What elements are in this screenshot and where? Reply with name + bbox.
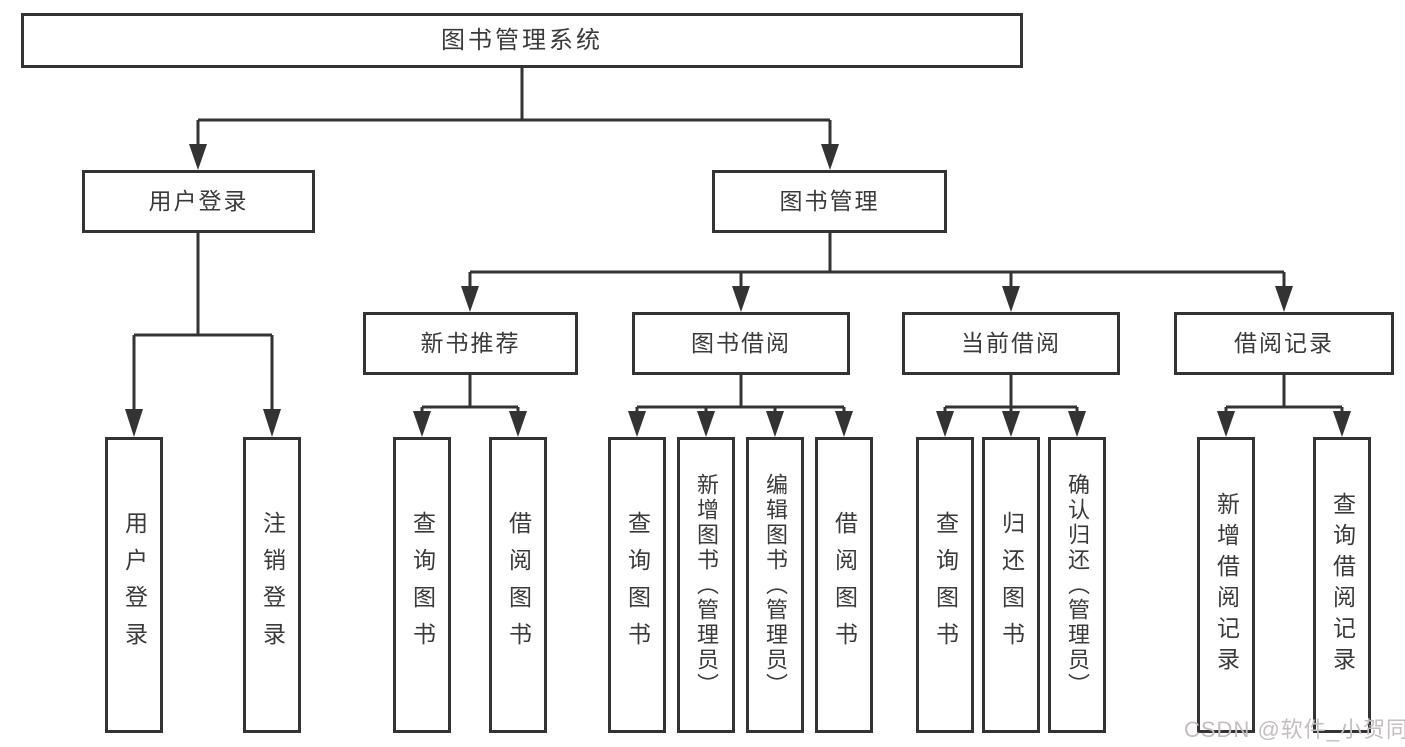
leaf-borrow-borrow-books: 借阅图书 [815,437,873,733]
connector-book-borrow [628,375,853,437]
leaf-records-add-borrow-record: 新增借阅记录 [1197,437,1255,733]
leaf-current-confirm-return-admin: 确认归还（管理员） [1048,437,1106,733]
leaf-records-query-borrow-record: 查询借阅记录 [1313,437,1371,733]
arrowhead [1002,286,1020,312]
leaf-recommend-borrow-books: 借阅图书 [489,437,547,733]
arrowhead [125,409,143,437]
leaf-current-return-books: 归还图书 [982,437,1040,733]
arrowhead [821,144,839,170]
leaf-borrow-edit-books-admin: 编辑图书（管理员） [746,437,804,733]
node-library-management-system: 图书管理系统 [21,13,1023,68]
connector-book-management [461,233,1293,312]
arrowhead [936,411,954,437]
arrowhead [1333,411,1351,437]
arrowhead [263,409,281,437]
leaf-current-query-books: 查询图书 [916,437,974,733]
node-current-borrow: 当前借阅 [902,312,1120,375]
arrowhead [628,411,646,437]
connector-current-borrow [936,375,1086,437]
arrowhead [697,411,715,437]
node-borrow-records: 借阅记录 [1174,312,1394,375]
arrowhead [766,411,784,437]
arrowhead [1217,411,1235,437]
arrowhead [1068,411,1086,437]
arrowhead [732,286,750,312]
arrowhead [1002,411,1020,437]
leaf-borrow-query-books: 查询图书 [608,437,666,733]
arrowhead [835,411,853,437]
connector-borrow-records [1217,375,1351,437]
leaf-user-login: 用户登录 [105,437,163,733]
node-book-management: 图书管理 [712,170,947,233]
arrowhead [189,144,207,170]
node-new-book-recommend: 新书推荐 [363,312,578,375]
arrowhead [1275,286,1293,312]
csdn-watermark: CSDN @软件_小贺同学 [1184,717,1405,742]
node-book-borrow: 图书借阅 [632,312,850,375]
leaf-recommend-query-books: 查询图书 [393,437,451,733]
leaf-logout: 注销登录 [243,437,301,733]
arrowhead [461,286,479,312]
node-user-login: 用户登录 [82,170,315,233]
arrowhead [413,411,431,437]
arrowhead [509,411,527,437]
connector-new-book-recommend [413,375,527,437]
leaf-borrow-add-books-admin: 新增图书（管理员） [677,437,735,733]
connector-root [189,68,839,170]
connector-user-login [125,233,281,437]
